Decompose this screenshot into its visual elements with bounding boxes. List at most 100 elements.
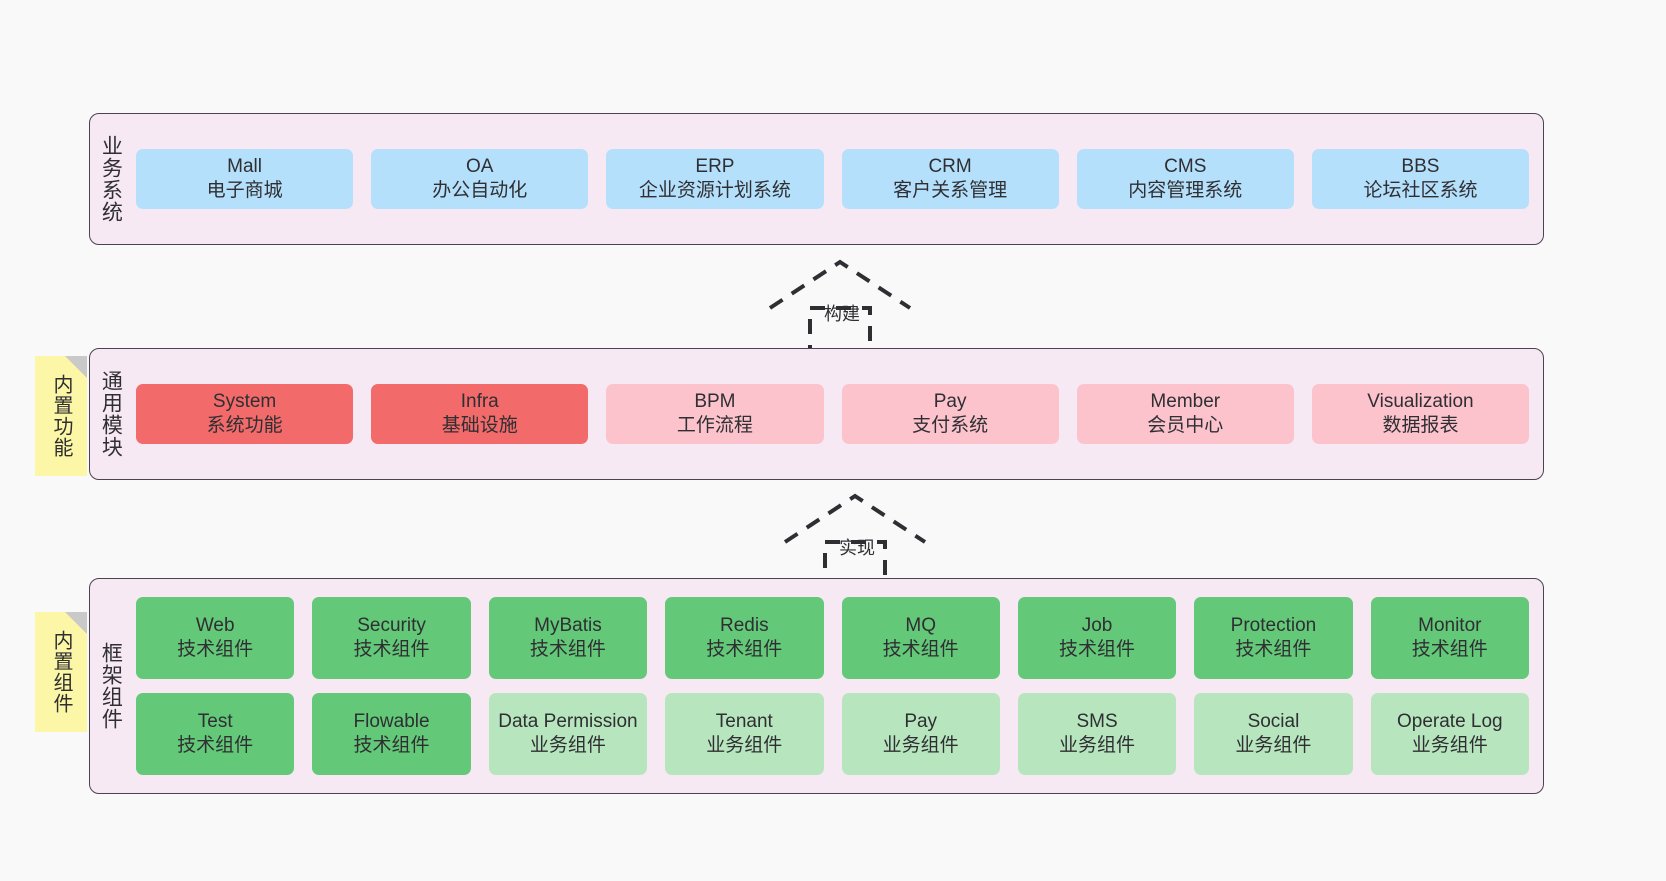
connector-label-build: 构建 [824, 304, 860, 324]
box-title: Job [1081, 615, 1113, 637]
box-subtitle: 业务组件 [1059, 735, 1136, 756]
box-subtitle: 支付系统 [912, 415, 989, 436]
box-system[interactable]: System 系统功能 [136, 384, 354, 444]
box-title: MQ [905, 615, 936, 637]
box-title: Pay [904, 711, 938, 733]
box-subtitle: 技术组件 [177, 735, 254, 756]
box-subtitle: 电子商城 [206, 180, 283, 201]
box-protection[interactable]: Protection 技术组件 [1194, 597, 1353, 679]
box-subtitle: 基础设施 [441, 415, 518, 436]
box-subtitle: 技术组件 [1411, 639, 1488, 660]
box-subtitle: 企业资源计划系统 [638, 180, 791, 201]
box-operate-log[interactable]: Operate Log 业务组件 [1370, 693, 1529, 775]
box-bpm[interactable]: BPM 工作流程 [606, 384, 824, 444]
connector-label-implement: 实现 [839, 538, 875, 558]
box-subtitle: 论坛社区系统 [1363, 180, 1478, 201]
box-title: Monitor [1418, 615, 1482, 637]
layer-common-modules: 通用模块 System 系统功能 Infra 基础设施 BPM 工作流程 Pay… [89, 348, 1544, 480]
note-fold-corner-icon [65, 356, 87, 378]
box-subtitle: 业务组件 [706, 735, 783, 756]
realization-arrowhead-icon [768, 259, 912, 310]
box-test[interactable]: Test 技术组件 [136, 693, 295, 775]
box-title: System [212, 391, 277, 413]
box-flowable[interactable]: Flowable 技术组件 [312, 693, 471, 775]
box-title: Protection [1230, 615, 1317, 637]
box-subtitle: 技术组件 [706, 639, 783, 660]
box-title: Mall [227, 156, 262, 178]
box-subtitle: 技术组件 [529, 639, 606, 660]
box-subtitle: 技术组件 [353, 735, 430, 756]
box-subtitle: 技术组件 [353, 639, 430, 660]
box-subtitle: 业务组件 [1411, 735, 1488, 756]
box-title: Infra [460, 391, 499, 413]
box-subtitle: 内容管理系统 [1128, 180, 1243, 201]
box-title: CRM [928, 156, 972, 178]
box-title: ERP [695, 156, 735, 178]
box-title: OA [466, 156, 494, 178]
box-subtitle: 客户关系管理 [893, 180, 1008, 201]
layer-framework-components: 框架组件 Web 技术组件 Security 技术组件 MyBatis 技术组件… [89, 578, 1544, 794]
box-security[interactable]: Security 技术组件 [312, 597, 471, 679]
box-infra[interactable]: Infra 基础设施 [371, 384, 589, 444]
box-row: Mall 电子商城 OA 办公自动化 ERP 企业资源计划系统 CRM 客户关系… [136, 149, 1530, 209]
box-job[interactable]: Job 技术组件 [1017, 597, 1177, 679]
box-social[interactable]: Social 业务组件 [1194, 693, 1353, 775]
note-label: 内置功能 [50, 374, 72, 458]
box-title: Data Permission [498, 711, 638, 733]
box-title: Tenant [715, 711, 773, 733]
connector-implement: 实现 [775, 490, 935, 588]
box-title: CMS [1164, 156, 1207, 178]
note-builtin-features: 内置功能 [35, 356, 87, 476]
box-web[interactable]: Web 技术组件 [136, 597, 295, 679]
box-data-permission[interactable]: Data Permission 业务组件 [488, 693, 648, 775]
box-title: Member [1150, 391, 1221, 413]
box-subtitle: 工作流程 [676, 415, 753, 436]
box-pay[interactable]: Pay 支付系统 [841, 384, 1059, 444]
box-subtitle: 技术组件 [1235, 639, 1312, 660]
box-sms[interactable]: SMS 业务组件 [1017, 693, 1177, 775]
box-mall[interactable]: Mall 电子商城 [136, 149, 354, 209]
box-title: Social [1247, 711, 1300, 733]
box-member[interactable]: Member 会员中心 [1076, 384, 1294, 444]
note-fold-corner-icon [65, 612, 87, 634]
layer-business-systems: 业务系统 Mall 电子商城 OA 办公自动化 ERP 企业资源计划系统 CRM… [89, 113, 1544, 245]
box-redis[interactable]: Redis 技术组件 [665, 597, 824, 679]
layer-body-common-modules: System 系统功能 Infra 基础设施 BPM 工作流程 Pay 支付系统… [130, 349, 1543, 479]
box-erp[interactable]: ERP 企业资源计划系统 [606, 149, 824, 209]
box-subtitle: 业务组件 [882, 735, 959, 756]
box-title: BBS [1401, 156, 1440, 178]
box-title: Visualization [1367, 391, 1474, 413]
box-monitor[interactable]: Monitor 技术组件 [1370, 597, 1529, 679]
box-title: Test [197, 711, 233, 733]
box-oa[interactable]: OA 办公自动化 [371, 149, 589, 209]
note-builtin-components: 内置组件 [35, 612, 87, 732]
box-crm[interactable]: CRM 客户关系管理 [841, 149, 1059, 209]
box-subtitle: 办公自动化 [432, 180, 528, 201]
box-tenant[interactable]: Tenant 业务组件 [665, 693, 824, 775]
box-title: Redis [720, 615, 769, 637]
box-subtitle: 数据报表 [1382, 415, 1459, 436]
box-subtitle: 技术组件 [177, 639, 254, 660]
box-subtitle: 系统功能 [206, 415, 283, 436]
box-subtitle: 技术组件 [1059, 639, 1136, 660]
box-row: Web 技术组件 Security 技术组件 MyBatis 技术组件 Redi… [136, 597, 1529, 679]
box-title: SMS [1076, 711, 1118, 733]
box-title: BPM [694, 391, 736, 413]
layer-title-framework-components: 框架组件 [99, 642, 123, 730]
box-subtitle: 技术组件 [882, 639, 959, 660]
box-visualization[interactable]: Visualization 数据报表 [1311, 384, 1530, 444]
box-mq[interactable]: MQ 技术组件 [841, 597, 1000, 679]
box-title: Operate Log [1396, 711, 1503, 733]
box-row: System 系统功能 Infra 基础设施 BPM 工作流程 Pay 支付系统… [136, 384, 1530, 444]
realization-arrowhead-icon [783, 493, 927, 544]
connector-build: 构建 [760, 256, 920, 354]
box-pay-business[interactable]: Pay 业务组件 [841, 693, 1000, 775]
box-title: Flowable [353, 711, 430, 733]
box-mybatis[interactable]: MyBatis 技术组件 [488, 597, 648, 679]
box-subtitle: 会员中心 [1147, 415, 1224, 436]
box-cms[interactable]: CMS 内容管理系统 [1076, 149, 1294, 209]
box-bbs[interactable]: BBS 论坛社区系统 [1311, 149, 1530, 209]
box-title: Web [195, 615, 235, 637]
box-row: Test 技术组件 Flowable 技术组件 Data Permission … [136, 693, 1529, 775]
